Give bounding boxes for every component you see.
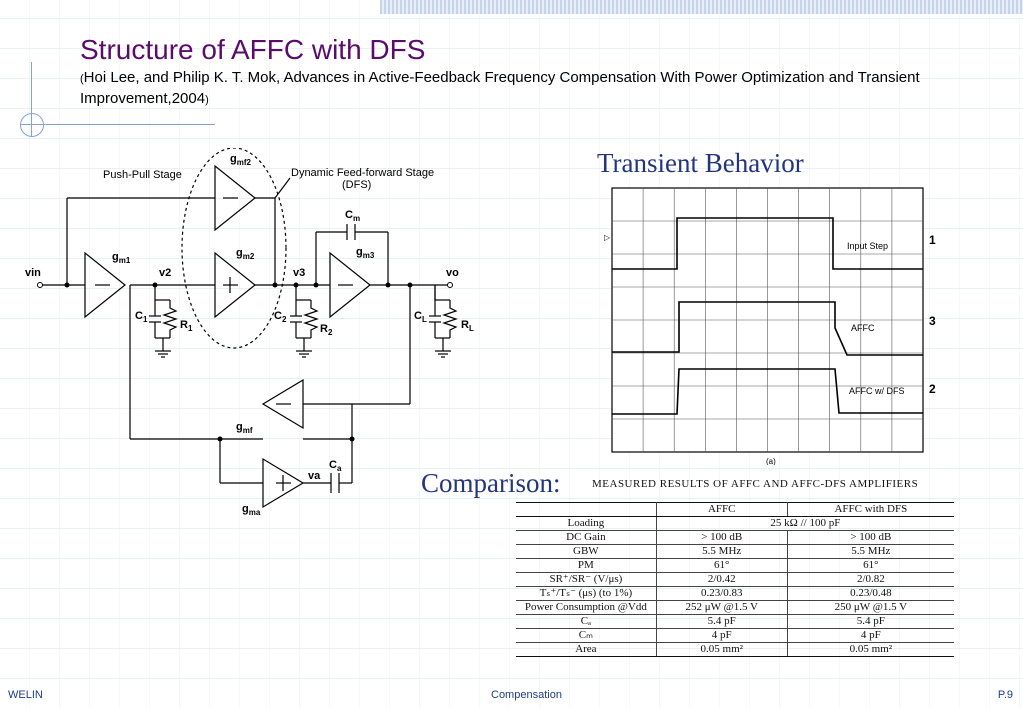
row-value: > 100 dB xyxy=(656,530,788,545)
label-r2: R2 xyxy=(320,323,333,337)
citation: (Hoi Lee, and Philip K. T. Mok, Advances… xyxy=(80,68,920,110)
slide-title: Structure of AFFC with DFS xyxy=(80,34,426,65)
row-label: Power Consumption @Vdd xyxy=(516,600,657,615)
row-value: 0.23/0.83 xyxy=(656,586,788,601)
row-label: GBW xyxy=(516,544,657,559)
row-value: 61° xyxy=(656,558,788,573)
row-value: 252 μW @1.5 V xyxy=(656,600,788,615)
node-v3: v3 xyxy=(293,267,305,279)
table-row: SR⁺/SR⁻ (V/μs) 2/0.42 2/0.82 xyxy=(516,572,954,587)
label-cm: Cm xyxy=(345,209,360,223)
trace-3-number: 3 xyxy=(929,314,936,328)
label-gm3: gm3 xyxy=(356,246,375,260)
label-dfs-line1: Dynamic Feed-forward Stage xyxy=(291,167,434,179)
table-row: DC Gain > 100 dB > 100 dB xyxy=(516,530,954,545)
row-value: 0.23/0.48 xyxy=(787,586,954,601)
table-row: GBW 5.5 MHz 5.5 MHz xyxy=(516,544,954,559)
trace-affc-dfs-label: AFFC w/ DFS xyxy=(849,386,905,396)
label-ca: Ca xyxy=(329,459,342,473)
circuit-diagram: Push-Pull Stage Dynamic Feed-forward Sta… xyxy=(25,148,474,517)
trigger-marker: ▷ xyxy=(604,233,611,242)
label-rl: RL xyxy=(461,319,474,333)
row-value: 4 pF xyxy=(787,628,954,643)
row-label: Area xyxy=(516,642,657,657)
footer-author: WELIN xyxy=(8,689,43,701)
row-label: Cₘ xyxy=(516,628,657,643)
table-row: Cₘ 4 pF 4 pF xyxy=(516,628,954,643)
row-value: 0.05 mm² xyxy=(787,642,954,657)
trace-affc-label: AFFC xyxy=(851,323,875,333)
row-value: 5.4 pF xyxy=(656,614,788,629)
table-title: MEASURED RESULTS OF AFFC AND AFFC-DFS AM… xyxy=(592,478,919,490)
table-row: Power Consumption @Vdd 252 μW @1.5 V 250… xyxy=(516,600,954,615)
citation-text: Hoi Lee, and Philip K. T. Mok, Advances … xyxy=(80,69,920,107)
row-value: 25 kΩ // 100 pF xyxy=(656,516,954,531)
label-gm1: gm1 xyxy=(112,251,131,265)
footer-page-number: P.9 xyxy=(997,689,1013,701)
table-header-row: AFFC AFFC with DFS xyxy=(516,502,954,517)
table-row: Tₛ⁺/Tₛ⁻ (μs) (to 1%) 0.23/0.83 0.23/0.48 xyxy=(516,586,954,601)
header-cell xyxy=(516,502,657,517)
trace-input-step-label: Input Step xyxy=(847,241,888,251)
row-label: PM xyxy=(516,558,657,573)
decoration-circle xyxy=(20,113,44,137)
transient-heading: Transient Behavior xyxy=(597,148,804,178)
label-dfs-line2: (DFS) xyxy=(342,179,371,191)
label-c1: C1 xyxy=(135,310,148,324)
comparison-label: Comparison: xyxy=(421,468,561,498)
row-value: 5.5 MHz xyxy=(787,544,954,559)
header-cell: AFFC with DFS xyxy=(787,502,954,517)
label-gmf: gmf xyxy=(236,421,253,435)
label-gm2: gm2 xyxy=(236,247,255,261)
header-cell: AFFC xyxy=(656,502,788,517)
row-value: 61° xyxy=(787,558,954,573)
node-vo: vo xyxy=(446,267,459,279)
label-gma: gma xyxy=(242,503,261,517)
table-row: Cₐ 5.4 pF 5.4 pF xyxy=(516,614,954,629)
label-r1: R1 xyxy=(180,319,193,333)
label-gmf2: gmf2 xyxy=(230,153,252,167)
oscilloscope-plot: Input Step AFFC AFFC w/ DFS (a) ▷ 1 3 2 xyxy=(604,187,936,465)
label-push-pull: Push-Pull Stage xyxy=(103,169,182,181)
label-c2: C2 xyxy=(274,310,287,324)
table-row: Loading 25 kΩ // 100 pF xyxy=(516,516,954,531)
node-v2: v2 xyxy=(159,267,171,279)
row-value: > 100 dB xyxy=(787,530,954,545)
row-value: 250 μW @1.5 V xyxy=(787,600,954,615)
node-va: va xyxy=(308,470,321,482)
row-value: 5.5 MHz xyxy=(656,544,788,559)
row-value: 2/0.82 xyxy=(787,572,954,587)
citation-open-paren: ( xyxy=(80,73,84,85)
row-label: Cₐ xyxy=(516,614,657,629)
trace-2-number: 2 xyxy=(929,382,936,396)
citation-close-paren: ) xyxy=(205,94,209,106)
comparison-table: AFFC AFFC with DFS Loading 25 kΩ // 100 … xyxy=(516,502,954,657)
table-row: PM 61° 61° xyxy=(516,558,954,573)
decoration-horizontal-line xyxy=(20,124,215,125)
trace-1-number: 1 xyxy=(929,233,936,247)
decoration-vertical-line xyxy=(31,62,32,137)
row-value: 0.05 mm² xyxy=(656,642,788,657)
header-band xyxy=(380,0,1023,14)
row-value: 2/0.42 xyxy=(656,572,788,587)
footer-topic: Compensation xyxy=(491,689,562,701)
row-label: DC Gain xyxy=(516,530,657,545)
node-vin: vin xyxy=(25,267,41,279)
row-label: Loading xyxy=(516,516,657,531)
row-value: 5.4 pF xyxy=(787,614,954,629)
row-label: Tₛ⁺/Tₛ⁻ (μs) (to 1%) xyxy=(516,586,657,601)
plot-caption: (a) xyxy=(766,457,776,465)
row-label: SR⁺/SR⁻ (V/μs) xyxy=(516,572,657,587)
row-value: 4 pF xyxy=(656,628,788,643)
table-row: Area 0.05 mm² 0.05 mm² xyxy=(516,642,954,657)
label-cl: CL xyxy=(414,310,427,324)
